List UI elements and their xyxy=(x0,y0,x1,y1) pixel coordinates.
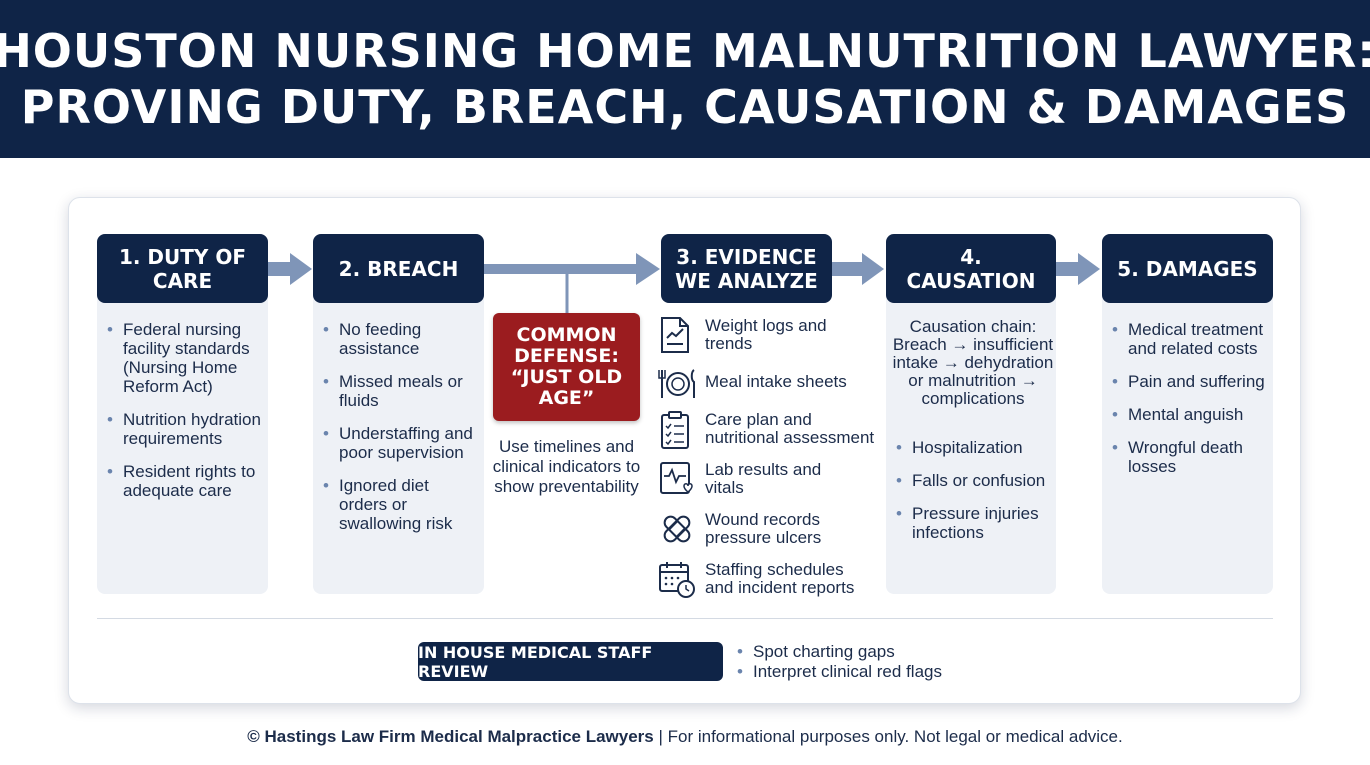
list-item: Wound records pressure ulcers xyxy=(658,508,883,552)
list-item: Wrongful death losses xyxy=(1112,438,1267,476)
list-item: Spot charting gaps xyxy=(737,642,942,662)
bullet-list: Medical treatment and related costs Pain… xyxy=(1112,320,1267,490)
arrow-causation-to-damages xyxy=(1056,253,1100,285)
step-title: 2. BREACH xyxy=(313,234,484,303)
plate-utensils-icon xyxy=(658,369,695,398)
common-defense-box: COMMON DEFENSE: “JUST OLD AGE” xyxy=(493,313,640,421)
step-damages: 5. DAMAGES Medical treatment and related… xyxy=(1102,234,1273,594)
list-item: Meal intake sheets xyxy=(658,364,883,408)
list-item: Pressure injuries infections xyxy=(896,504,1050,542)
list-item: Care plan and nutritional assessment xyxy=(658,408,883,452)
evidence-text: Wound records pressure ulcers xyxy=(705,510,822,547)
evidence-text: Meal intake sheets xyxy=(705,372,847,391)
list-item: Federal nursing facility standards (Nurs… xyxy=(107,320,262,396)
clipboard-checklist-icon xyxy=(661,411,689,449)
step-causation: 4. CAUSATION Hospitalization Falls or co… xyxy=(886,234,1056,594)
step-title: 4. CAUSATION xyxy=(886,234,1056,303)
footer-disclaimer: | For informational purposes only. Not l… xyxy=(653,727,1123,746)
step-title: 1. DUTY OF CARE xyxy=(97,234,268,303)
heart-monitor-icon xyxy=(660,462,693,494)
list-item: Staffing schedules and incident reports xyxy=(658,558,883,602)
list-item: Understaffing and poor supervision xyxy=(323,424,478,462)
list-item: Medical treatment and related costs xyxy=(1112,320,1267,358)
causation-chain: Causation chain: Breach → insufficient i… xyxy=(892,317,1054,408)
footer: © Hastings Law Firm Medical Malpractice … xyxy=(0,727,1370,747)
page-title-line-1: HOUSTON NURSING HOME MALNUTRITION LAWYER… xyxy=(0,24,1370,78)
step-duty-of-care: 1. DUTY OF CARE Federal nursing facility… xyxy=(97,234,268,594)
list-item: Weight logs and trends xyxy=(658,314,883,358)
list-item: Missed meals or fluids xyxy=(323,372,478,410)
evidence-text: Lab results and vitals xyxy=(705,460,822,497)
footer-firm: © Hastings Law Firm Medical Malpractice … xyxy=(247,727,654,746)
evidence-text: Care plan and nutritional assessment xyxy=(705,410,875,447)
list-item: Resident rights to adequate care xyxy=(107,462,262,500)
evidence-text: Weight logs and trends xyxy=(705,316,827,353)
list-item: Hospitalization xyxy=(896,438,1050,457)
medical-review-badge: IN HOUSE MEDICAL STAFF REVIEW xyxy=(418,642,723,681)
bullet-list: No feeding assistance Missed meals or fl… xyxy=(323,320,478,547)
arrow-evidence-to-causation xyxy=(832,253,884,285)
defense-response: Use timelines and clinical indicators to… xyxy=(492,437,641,496)
list-item: Ignored diet orders or swallowing risk xyxy=(323,476,478,533)
step-breach: 2. BREACH No feeding assistance Missed m… xyxy=(313,234,484,594)
step-evidence: 3. EVIDENCE WE ANALYZE xyxy=(661,234,832,303)
calendar-clock-icon xyxy=(659,562,695,598)
divider xyxy=(97,618,1273,619)
header-banner: HOUSTON NURSING HOME MALNUTRITION LAWYER… xyxy=(0,0,1370,158)
list-item: Pain and suffering xyxy=(1112,372,1267,391)
bullet-list: Federal nursing facility standards (Nurs… xyxy=(107,320,262,514)
arrow-duty-to-breach xyxy=(268,253,312,285)
list-item: Lab results and vitals xyxy=(658,458,883,502)
step-title: 5. DAMAGES xyxy=(1102,234,1273,303)
list-item: Falls or confusion xyxy=(896,471,1050,490)
list-item: No feeding assistance xyxy=(323,320,478,358)
page-title-line-2: PROVING DUTY, BREACH, CAUSATION & DAMAGE… xyxy=(20,80,1350,134)
defense-connector-line xyxy=(565,268,569,314)
list-item: Mental anguish xyxy=(1112,405,1267,424)
review-points: Spot charting gaps Interpret clinical re… xyxy=(737,642,942,682)
evidence-text: Staffing schedules and incident reports xyxy=(705,560,855,597)
list-item: Nutrition hydration requirements xyxy=(107,410,262,448)
list-item: Interpret clinical red flags xyxy=(737,662,942,682)
arrow-breach-to-evidence xyxy=(484,253,660,285)
bandage-icon xyxy=(663,515,691,543)
step-title: 3. EVIDENCE WE ANALYZE xyxy=(661,234,832,303)
bullet-list: Hospitalization Falls or confusion Press… xyxy=(896,438,1050,556)
chart-document-icon xyxy=(661,317,689,353)
